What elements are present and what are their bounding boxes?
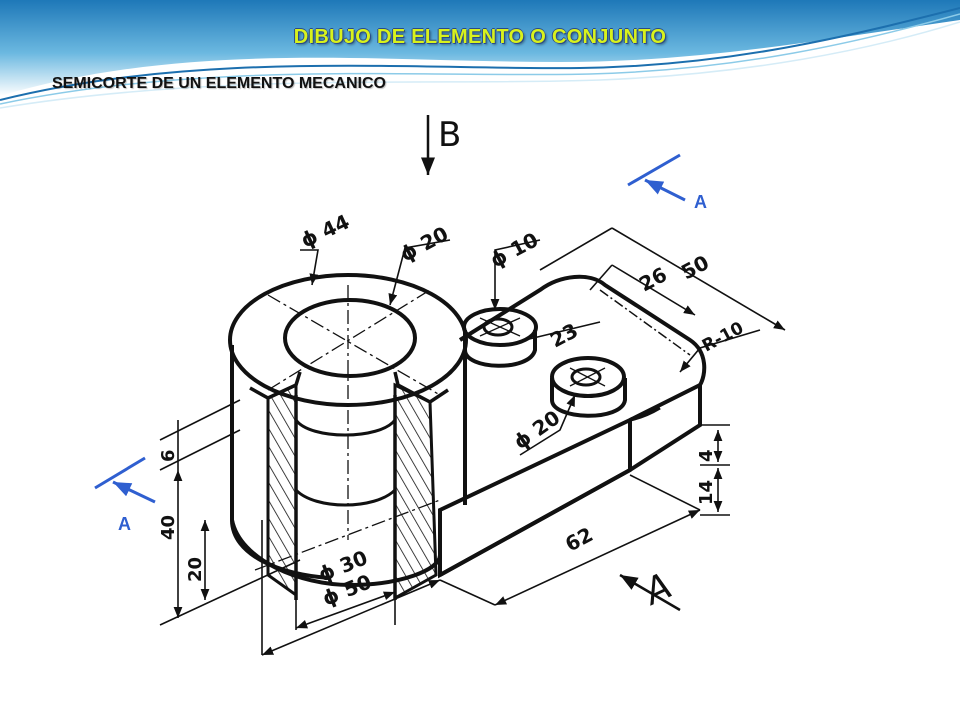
dim-h14: 14 bbox=[696, 480, 717, 505]
header-banner bbox=[0, 0, 960, 109]
dim-h4: 4 bbox=[696, 449, 717, 462]
dim-len23: 23 bbox=[546, 318, 582, 352]
dim-d44: ϕ 44 bbox=[297, 209, 353, 252]
dim-d20-boss: ϕ 20 bbox=[509, 405, 564, 454]
page-subtitle: SEMICORTE DE UN ELEMENTO MECANICO bbox=[52, 75, 386, 92]
dim-d20-top: ϕ 20 bbox=[396, 221, 452, 266]
dim-len62: 62 bbox=[561, 522, 597, 556]
dim-h20: 20 bbox=[185, 557, 206, 582]
cut-plane-label-top: A bbox=[694, 192, 707, 212]
dim-h6: 6 bbox=[158, 449, 179, 462]
page-title: DIBUJO DE ELEMENTO O CONJUNTO bbox=[293, 26, 667, 48]
view-b-label: B bbox=[438, 115, 461, 155]
cutting-plane-markers bbox=[94, 153, 686, 504]
cut-plane-label-left: A bbox=[118, 514, 131, 534]
dim-h40: 40 bbox=[158, 515, 179, 540]
dimension-lines bbox=[159, 115, 786, 656]
boss-upper bbox=[462, 307, 538, 368]
boss-lower bbox=[550, 356, 627, 418]
main-cylinder bbox=[228, 273, 468, 601]
dim-len26: 26 bbox=[635, 262, 671, 296]
dim-r10: R-10 bbox=[699, 318, 747, 356]
dim-d10: ϕ 10 bbox=[486, 227, 542, 272]
dim-len50: 50 bbox=[677, 250, 713, 284]
